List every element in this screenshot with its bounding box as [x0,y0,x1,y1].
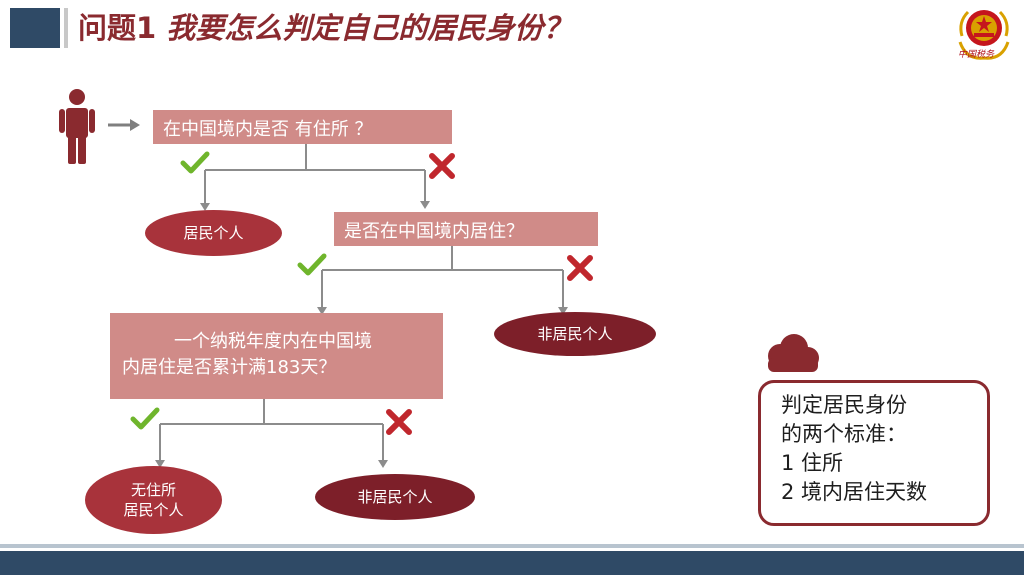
footer-line [0,544,1024,548]
footer-bar [0,551,1024,575]
criteria-line: 的两个标准： [781,422,907,446]
question-line: 一个纳税年度内在中国境 [174,331,372,352]
logo-caption: 中国税务 [958,50,995,60]
criteria-panel: 判定居民身份 的两个标准： 1 住所 2 境内居住天数 [758,380,990,526]
result-no-domicile-resident: 无住所 居民个人 [85,466,222,534]
cloud-icon [768,334,819,372]
check-icon [130,407,160,430]
criteria-line: 1 住所 [781,451,844,475]
question-box-residence: 在中国境内是否 有住所 ？ [153,110,452,144]
arrow-right-icon [108,119,140,131]
question-box-living-in-china: 是否在中国境内居住？ [334,212,598,246]
result-line: 居民个人 [123,501,184,519]
result-line: 无住所 [130,481,176,499]
criteria-line: 判定居民身份 [781,393,907,417]
cross-icon [386,409,412,435]
page-title: 问题1 我要怎么判定自己的居民身份？ [78,6,572,50]
title-divider [64,8,68,48]
check-icon [180,151,210,174]
cross-icon [567,255,593,281]
tax-emblem-icon [958,10,1010,60]
title-text: 我要怎么判定自己的居民身份？ [166,11,573,45]
criteria-line: 2 境内居住天数 [781,480,928,504]
question-box-183-days: 一个纳税年度内在中国境 内居住是否累计满183天？ [110,313,443,399]
person-icon [59,89,95,164]
result-resident: 居民个人 [145,210,282,256]
check-icon [297,253,327,276]
title-number: 问题1 [78,11,157,45]
result-non-resident: 非居民个人 [315,474,475,520]
result-non-resident: 非居民个人 [494,312,656,356]
title-accent-block [10,8,60,48]
question-line: 内居住是否累计满183天？ [122,357,337,378]
cross-icon [429,153,455,179]
